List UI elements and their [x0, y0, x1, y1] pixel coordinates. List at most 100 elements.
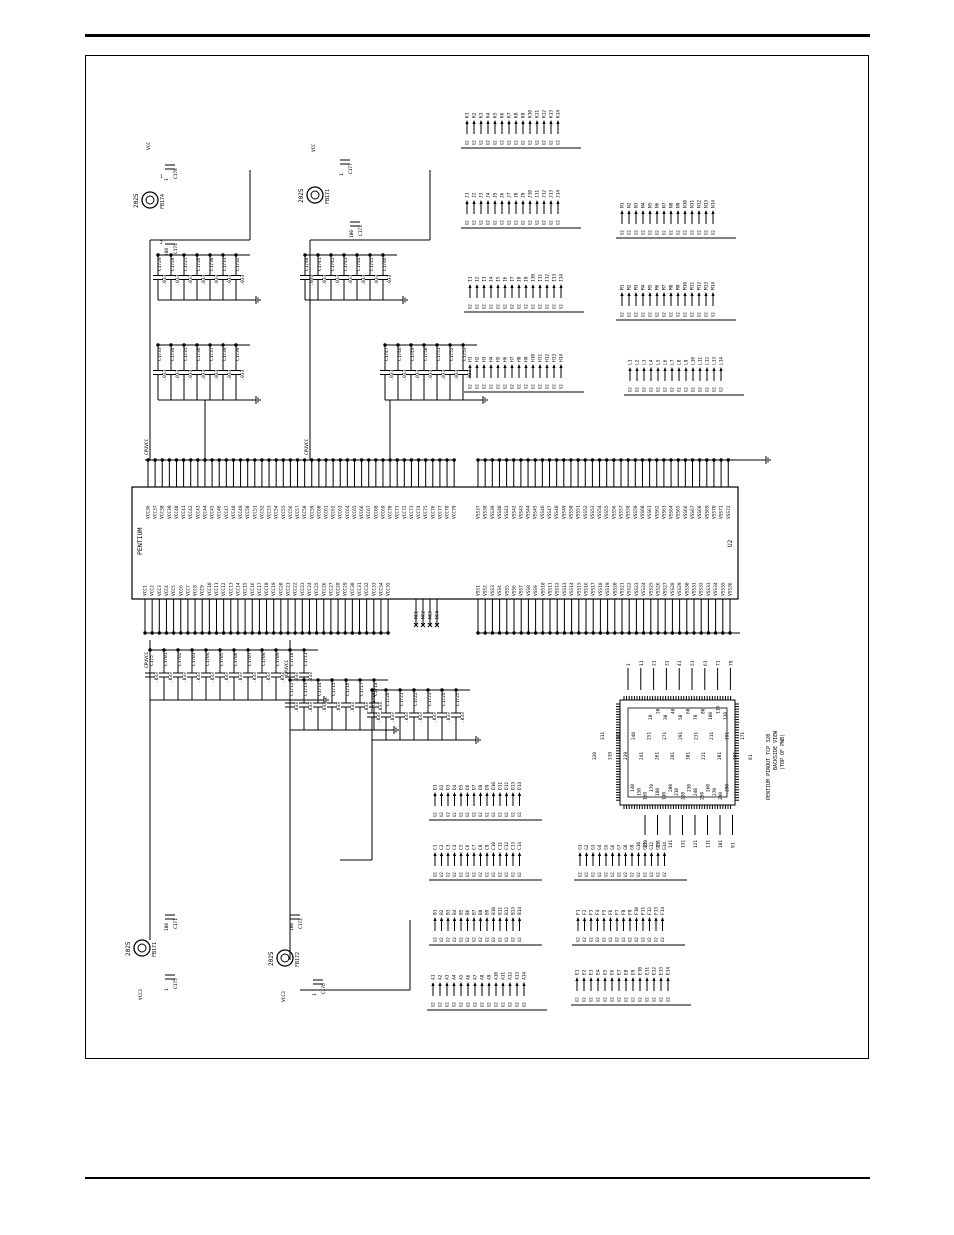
vcc-left-pin-label: VCC16 — [250, 582, 256, 596]
pin-map-label: I12 — [545, 274, 551, 282]
pin-map-ref: U2 — [635, 387, 640, 392]
pin-map-ref: U2 — [660, 937, 665, 942]
pin-map-arrow — [697, 210, 701, 214]
vcc-left-pin-dot — [350, 631, 355, 635]
pin-map-arrow — [475, 364, 479, 368]
pin-map-arrow — [452, 982, 456, 986]
pin-map-arrow — [491, 852, 496, 856]
pinout-edge-label: 79 — [728, 660, 734, 666]
pin-map-label: N12 — [697, 200, 703, 208]
pin-map-ref: U2 — [676, 312, 681, 317]
cap-value: .033 — [361, 274, 367, 285]
pin-map-ref: U2 — [493, 220, 498, 225]
pin-map-arrow — [517, 792, 522, 796]
pin-map-ref: U2 — [624, 997, 629, 1002]
pin-map-ref: U2 — [510, 384, 515, 389]
pin-map-arrow — [602, 917, 606, 921]
pin-map-label: L10 — [691, 357, 697, 365]
vss-left-pin-label: VSS14 — [569, 582, 575, 596]
pin-map-label: J12 — [542, 190, 548, 198]
vcc-right-pin-label: VCC56 — [288, 505, 294, 519]
cap-value: .033 — [446, 712, 452, 723]
pin-map-arrow — [504, 917, 509, 921]
vss-right-pin-label: VSS67 — [690, 505, 696, 519]
cap-ref: C1749 — [410, 347, 416, 361]
vss-left-pin-dot — [505, 631, 509, 635]
vcc-left-pin-label: VCC15 — [243, 582, 249, 596]
bulk-value: 100 — [164, 248, 170, 256]
vss-left-pin-label: VSS12 — [555, 582, 561, 596]
cap-node — [218, 648, 222, 652]
pin-map-label: F7 — [615, 909, 621, 915]
vcc-left-pin-dot — [314, 631, 319, 635]
top-rule — [85, 34, 870, 37]
cap-ref: C1734 — [170, 347, 176, 361]
pin-map-arrow — [472, 792, 476, 796]
pin-map-label: D3 — [446, 784, 452, 790]
pin-map-ref: U2 — [542, 140, 547, 145]
pin-map-ref: U2 — [459, 937, 464, 942]
pin-map-ref: U2 — [517, 384, 522, 389]
pin-map-label: N10 — [683, 200, 689, 208]
vcc-right-pin-label: VCC59 — [309, 505, 315, 519]
pin-map-arrow — [485, 917, 489, 921]
cap-node — [195, 253, 199, 257]
vss-left-pin-label: VSS5 — [504, 585, 510, 596]
vss-right-pin-dot — [533, 458, 537, 462]
cap-node — [234, 343, 238, 347]
pin-map-arrow — [549, 200, 553, 204]
pin-map-arrow — [542, 120, 546, 124]
ferrite-inner — [137, 943, 147, 953]
capacitor-bank: C1740.033C1741.033C1742.033C1743.033C174… — [300, 253, 408, 304]
pin-map-arrow — [431, 982, 435, 986]
pin-map-ref: U2 — [559, 304, 564, 309]
vss-left-pin-dot — [476, 631, 480, 635]
vss-left-pin-label: VSS9 — [533, 585, 539, 596]
vcc-right-pin-label: VCC60 — [316, 505, 322, 519]
vss-left-pin-label: VSS20 — [612, 582, 618, 596]
pin-map-label: N4 — [641, 202, 647, 208]
vss-right-pin-label: VSS54 — [597, 505, 603, 519]
vss-left-pin-label: VSS17 — [591, 582, 597, 596]
vcc-left-pin-label: VCC25 — [314, 582, 320, 596]
cap-ref: C1716 — [345, 682, 351, 696]
pin-map-arrow — [697, 292, 701, 296]
vcc-left-pin-label: VCC23 — [300, 582, 306, 596]
vss-left-pin-dot — [663, 631, 667, 635]
cap-ref: C1753 — [462, 347, 468, 361]
pin-map-ref: U2 — [697, 230, 702, 235]
pinout-edge-label: 51 — [690, 660, 696, 666]
pin-map-arrow — [545, 364, 549, 368]
vss-right-pin-label: VSS60 — [640, 505, 646, 519]
pin-map-arrow — [604, 852, 608, 856]
pin-map-arrow — [647, 917, 652, 921]
vcc-right-pin-dot — [367, 458, 371, 462]
pin-map-label: J7 — [507, 192, 513, 198]
pin-map-ref: U2 — [641, 230, 646, 235]
pin-map-ref: U2 — [656, 387, 661, 392]
vcc-right-pin-label: VCC79 — [452, 505, 458, 519]
pin-map-arrow — [517, 364, 521, 368]
pin-map-label: H4 — [489, 356, 495, 362]
pinout-outline — [619, 699, 736, 806]
vcc-left-pin-dot — [300, 631, 304, 635]
cap-value: .033 — [168, 672, 174, 683]
ferrite-outer — [306, 186, 324, 204]
vcc-left-pin-label: VCC35 — [386, 582, 392, 596]
cap-ref: C1725 — [455, 692, 461, 706]
net-label-vcc3: VCC3 — [138, 989, 144, 1000]
vss-right-pin-label: VSS38 — [483, 505, 489, 519]
vcc-left-pin-label: VCC27 — [328, 582, 334, 596]
pin-map-ref: U2 — [521, 220, 526, 225]
pin-map-arrow — [507, 200, 511, 204]
pin-map-arrow — [634, 292, 638, 296]
pin-map-ref: U2 — [649, 872, 654, 877]
pin-map-ref: U2 — [517, 812, 522, 817]
pin-map-ref: U2 — [510, 304, 515, 309]
vcc-right-pin-label: VCC47 — [224, 505, 230, 519]
pin-map-label: C9 — [485, 844, 491, 850]
pin-map-label: D11 — [498, 782, 504, 790]
vss-right-pin-dot — [519, 458, 523, 462]
ground-symbol — [318, 696, 329, 704]
